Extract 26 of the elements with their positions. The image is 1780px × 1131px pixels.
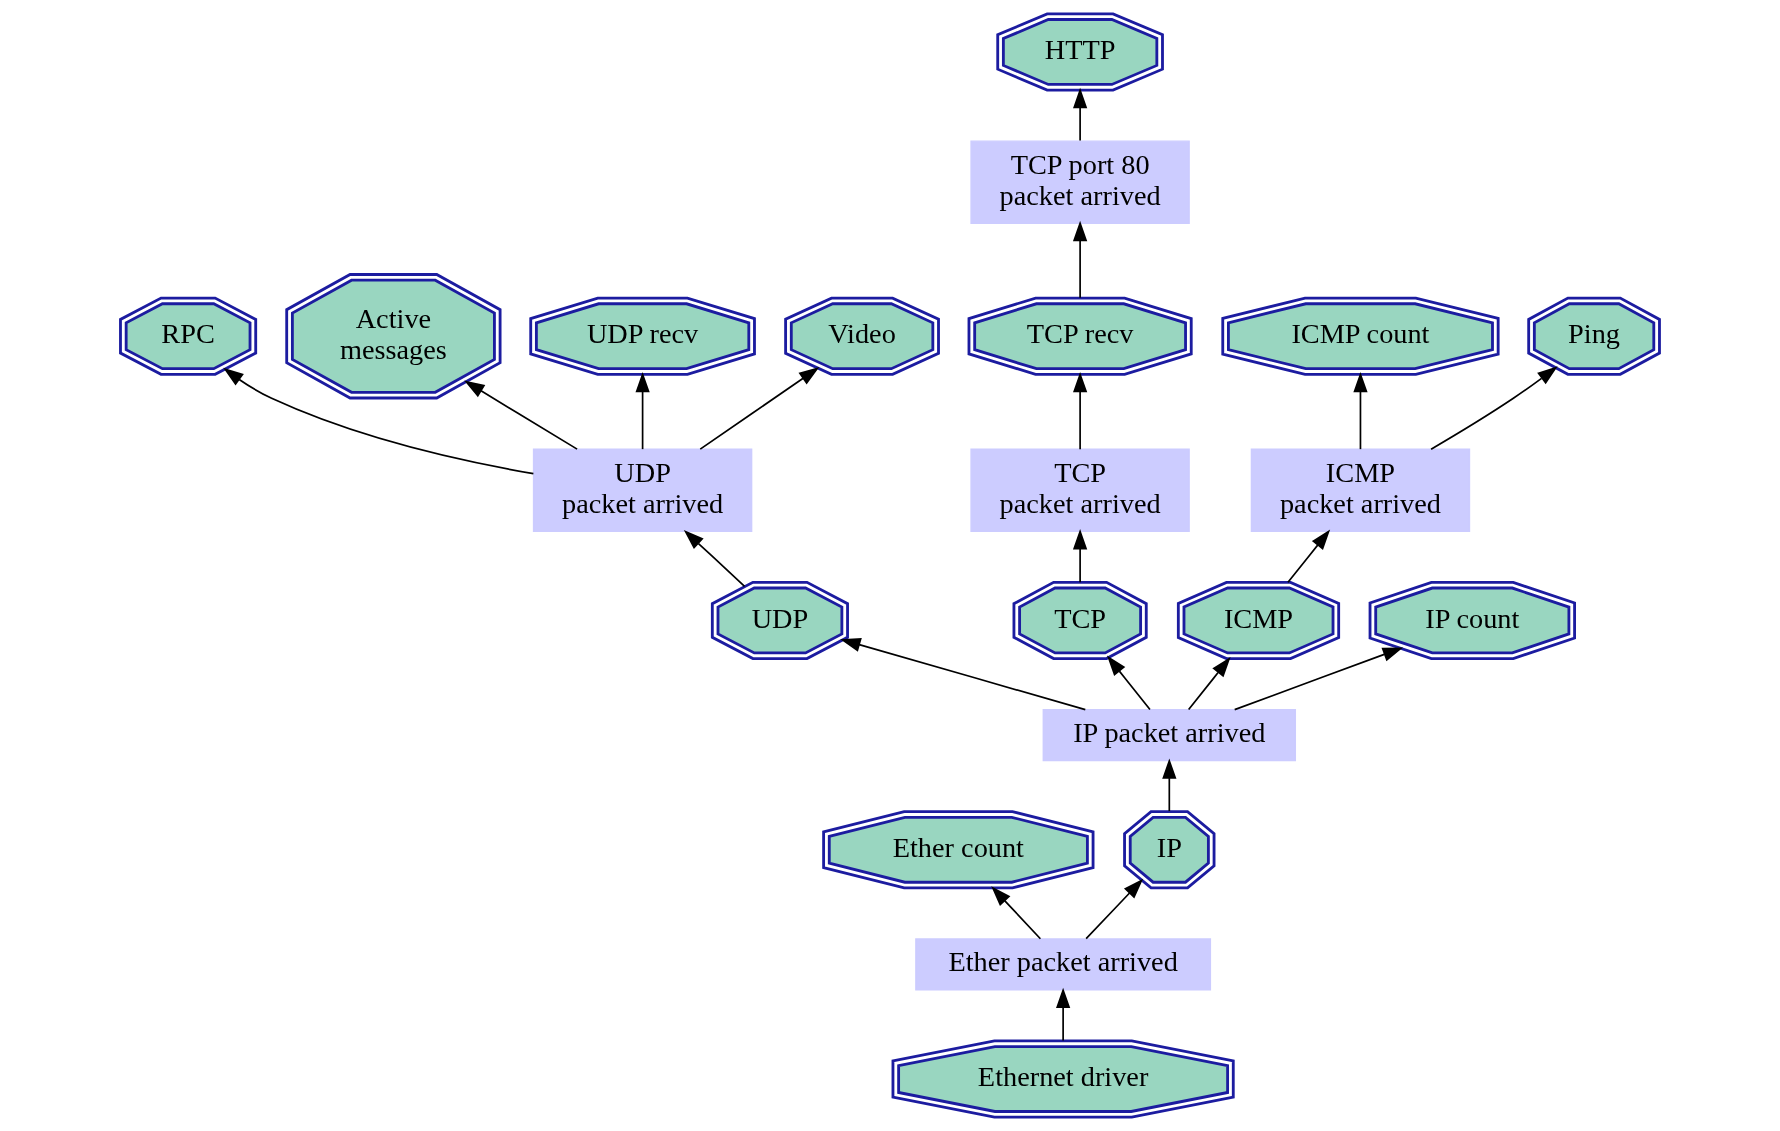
- node-box: UDP packet arrived: [532, 448, 753, 533]
- node-box: IP packet arrived: [1042, 708, 1297, 762]
- arrow: [1072, 529, 1088, 584]
- node-box: TCP port 80 packet arrived: [970, 140, 1190, 224]
- arrow: [1430, 366, 1558, 450]
- node-box: TCP packet arrived: [970, 448, 1190, 533]
- arrow: [1085, 878, 1144, 940]
- arrow: [1072, 371, 1088, 450]
- arrow: [1233, 647, 1404, 711]
- arrow: [991, 886, 1042, 940]
- arrow: [635, 371, 650, 450]
- arrow: [699, 367, 820, 450]
- arrow: [683, 529, 746, 588]
- node-box: Ether packet arrived: [915, 938, 1212, 991]
- node-box: ICMP packet arrived: [1250, 448, 1471, 533]
- arrow: [1072, 87, 1088, 142]
- arrow: [840, 638, 1087, 711]
- arrow: [1072, 220, 1088, 299]
- arrow: [223, 367, 535, 475]
- arrow: [1287, 529, 1331, 584]
- arrow: [1162, 758, 1177, 812]
- arrow: [1187, 656, 1231, 711]
- arrow: [464, 380, 578, 450]
- arrow: [1353, 371, 1368, 450]
- arrow: [1055, 987, 1071, 1042]
- arrow: [1106, 655, 1151, 711]
